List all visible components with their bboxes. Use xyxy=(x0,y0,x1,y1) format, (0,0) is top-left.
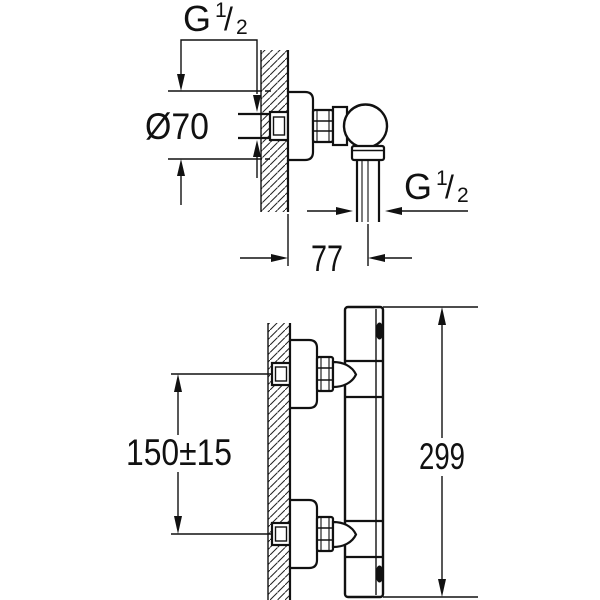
supply-thread-numerator: 1 xyxy=(215,0,227,22)
hex-nut xyxy=(315,355,335,393)
outlet-thread-denominator: 2 xyxy=(457,184,469,207)
arrow-right-icon xyxy=(336,207,353,215)
arrow-right-icon xyxy=(271,254,288,262)
connection-cone-bottom xyxy=(331,520,358,549)
valve-body xyxy=(331,103,389,149)
handle-detail-top xyxy=(375,322,384,340)
side-view: G 1 / 2 Ø70 G 1 / 2 xyxy=(145,0,469,279)
dimension-bar-length: 299 xyxy=(383,306,478,598)
plan-view: 150±15 299 xyxy=(126,305,478,600)
hex-nut-facet-verticals xyxy=(316,110,330,142)
wall-union-outer xyxy=(270,361,292,387)
arrow-down-icon xyxy=(177,74,185,91)
wall-union-outer xyxy=(268,110,290,142)
outlet-pipe-edges xyxy=(355,160,381,222)
connection-spacing-value: 150±15 xyxy=(126,432,232,473)
supply-union-top xyxy=(270,361,292,387)
outlet-thread-slash: / xyxy=(445,169,454,205)
handle-knob-circle xyxy=(342,103,389,149)
wall-union-inner xyxy=(274,526,288,542)
dimension-wall-offset: 77 xyxy=(240,214,412,279)
escutcheon-bottom xyxy=(288,498,319,570)
connection-housing-lines xyxy=(345,359,383,559)
escutcheon xyxy=(286,90,315,162)
hex-nut xyxy=(315,515,335,553)
thermostat-bar-body xyxy=(343,305,385,599)
connection-cone-top xyxy=(331,360,358,389)
arrow-down-icon xyxy=(174,516,182,534)
wall-offset-value: 77 xyxy=(311,238,343,279)
hex-nut-facet-verticals xyxy=(320,357,330,391)
supply-union-bottom xyxy=(270,521,292,547)
union-nut-top xyxy=(315,355,335,393)
union-nut xyxy=(311,108,335,144)
outlet-thread-label: G xyxy=(404,166,432,207)
escutcheon-diameter-value: Ø70 xyxy=(145,106,209,147)
arrow-up-icon xyxy=(253,140,261,157)
bar-outline xyxy=(343,305,385,599)
arrow-up-icon xyxy=(177,159,185,176)
bar-length-value: 299 xyxy=(419,436,465,477)
arrow-down-icon xyxy=(253,95,261,112)
supply-thread-denominator: 2 xyxy=(236,16,248,39)
hose-union-nut xyxy=(350,144,386,162)
dimension-supply-thread: G 1 / 2 xyxy=(177,0,261,178)
supply-pipe-lines xyxy=(238,112,270,140)
arrow-up-icon xyxy=(438,307,446,325)
wall-union-inner xyxy=(274,366,288,382)
dimension-outlet-thread: G 1 / 2 xyxy=(307,166,469,215)
wall-union-inner xyxy=(272,116,286,136)
arrow-left-icon xyxy=(368,254,385,262)
handle-detail-bottom xyxy=(375,565,384,583)
supply-thread-slash: / xyxy=(224,1,233,37)
dimension-escutcheon-diameter: Ø70 xyxy=(145,90,271,205)
hex-nut-facet-lines xyxy=(317,527,333,541)
outlet-pipe-inner-lines xyxy=(361,160,369,222)
arrow-up-icon xyxy=(174,374,182,392)
leader-line xyxy=(180,39,258,94)
outlet-thread-numerator: 1 xyxy=(436,167,448,190)
hex-nut-facet-lines xyxy=(317,367,333,381)
hex-nut xyxy=(311,108,335,144)
supply-thread-label: G xyxy=(183,0,211,39)
hex-nut-facet-verticals xyxy=(320,517,330,551)
union-nut-bottom xyxy=(315,515,335,553)
hex-nut-facet-lines xyxy=(313,120,333,132)
arrow-left-icon xyxy=(385,207,402,215)
wall-union-outer xyxy=(270,521,292,547)
arrow-down-icon xyxy=(438,579,446,597)
escutcheon-top xyxy=(288,338,319,410)
dimension-connection-spacing: 150±15 xyxy=(126,373,272,535)
shower-hose-connector xyxy=(350,144,386,222)
